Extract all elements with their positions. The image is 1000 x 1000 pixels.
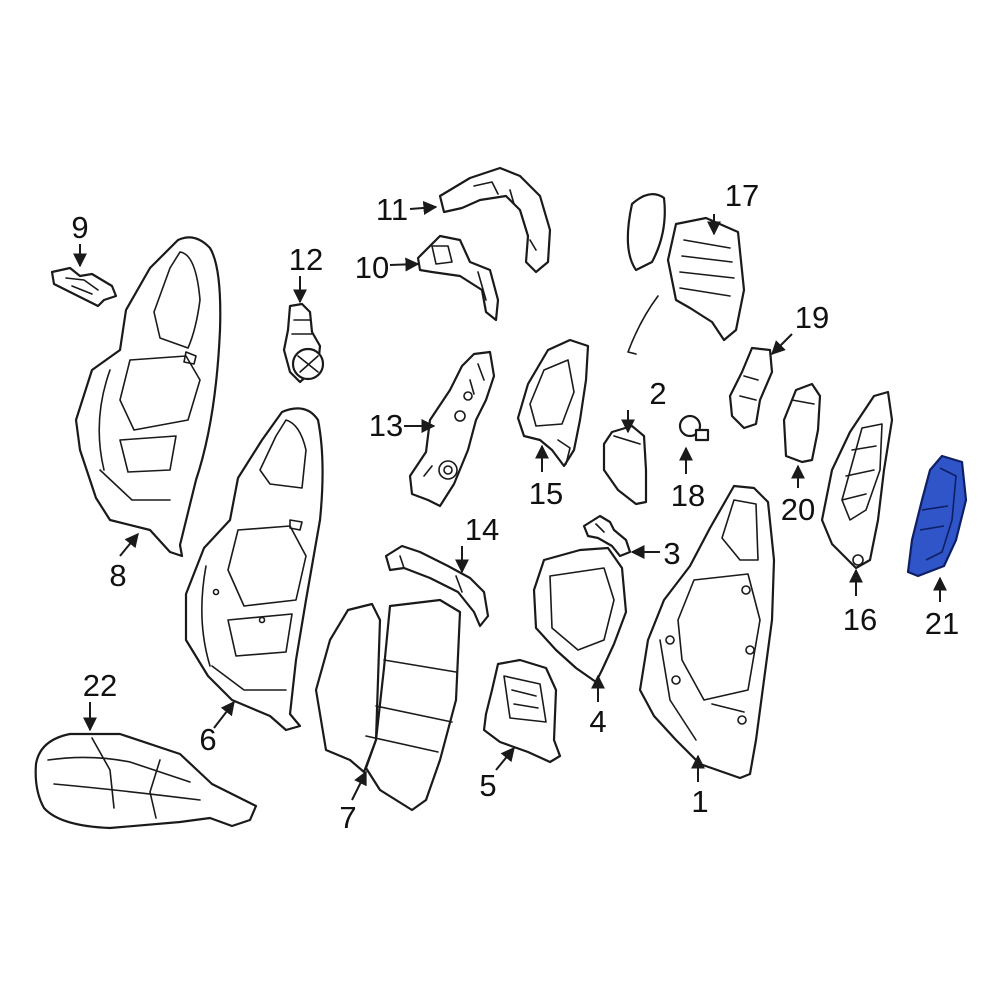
part-2-small-cover[interactable] (602, 424, 648, 506)
part-18-push-pin[interactable] (678, 414, 710, 442)
callout-labels: 9 8 22 12 11 10 13 14 15 2 3 4 5 6 7 1 1… (71, 178, 959, 835)
part-11-upper-bracket[interactable] (438, 166, 552, 274)
part-10-mid-bracket[interactable] (416, 234, 500, 322)
callout-5: 5 (479, 768, 496, 803)
callout-13: 13 (369, 408, 403, 443)
part-8-seat-back-cover[interactable] (74, 236, 222, 558)
part-9-bracket[interactable] (50, 266, 118, 308)
part-7-back-panel[interactable] (314, 598, 462, 812)
callout-16: 16 (843, 602, 877, 637)
callout-10: 10 (355, 250, 389, 285)
part-6-seat-back[interactable] (184, 407, 324, 732)
callout-2: 2 (649, 376, 666, 411)
callout-6: 6 (199, 722, 216, 757)
callout-1: 1 (691, 784, 708, 819)
callout-22: 22 (83, 668, 117, 703)
callout-19: 19 (795, 300, 829, 335)
callout-3: 3 (663, 536, 680, 571)
callout-9: 9 (71, 210, 88, 245)
callout-4: 4 (589, 704, 606, 739)
part-5-lumbar-module[interactable] (482, 658, 562, 764)
part-19-bracket[interactable] (728, 346, 774, 430)
leader-lines (73, 200, 947, 801)
part-14-cross-bracket[interactable] (384, 544, 490, 628)
callout-17: 17 (725, 178, 759, 213)
part-12-actuator[interactable] (282, 302, 325, 384)
part-15-bolster-frame[interactable] (516, 338, 590, 468)
callout-8: 8 (109, 558, 126, 593)
part-3-clip[interactable] (582, 514, 632, 558)
callout-12: 12 (289, 242, 323, 277)
part-13-side-frame[interactable] (408, 350, 496, 508)
part-20-pad[interactable] (782, 382, 822, 464)
part-16-side-trim[interactable] (820, 390, 894, 570)
part-1-seat-back-frame[interactable] (638, 484, 776, 780)
callout-18: 18 (671, 478, 705, 513)
part-4-back-shell[interactable] (532, 546, 628, 684)
callout-7: 7 (339, 800, 356, 835)
callout-15: 15 (529, 476, 563, 511)
part-22-seat-cushion-cover[interactable] (34, 732, 258, 830)
part-17-airbag-module[interactable] (626, 193, 746, 355)
part-21-highlighted-trim[interactable] (906, 454, 968, 578)
callout-11: 11 (376, 192, 408, 227)
callout-21: 21 (925, 606, 959, 641)
callout-14: 14 (465, 512, 499, 547)
callout-20: 20 (781, 492, 815, 527)
